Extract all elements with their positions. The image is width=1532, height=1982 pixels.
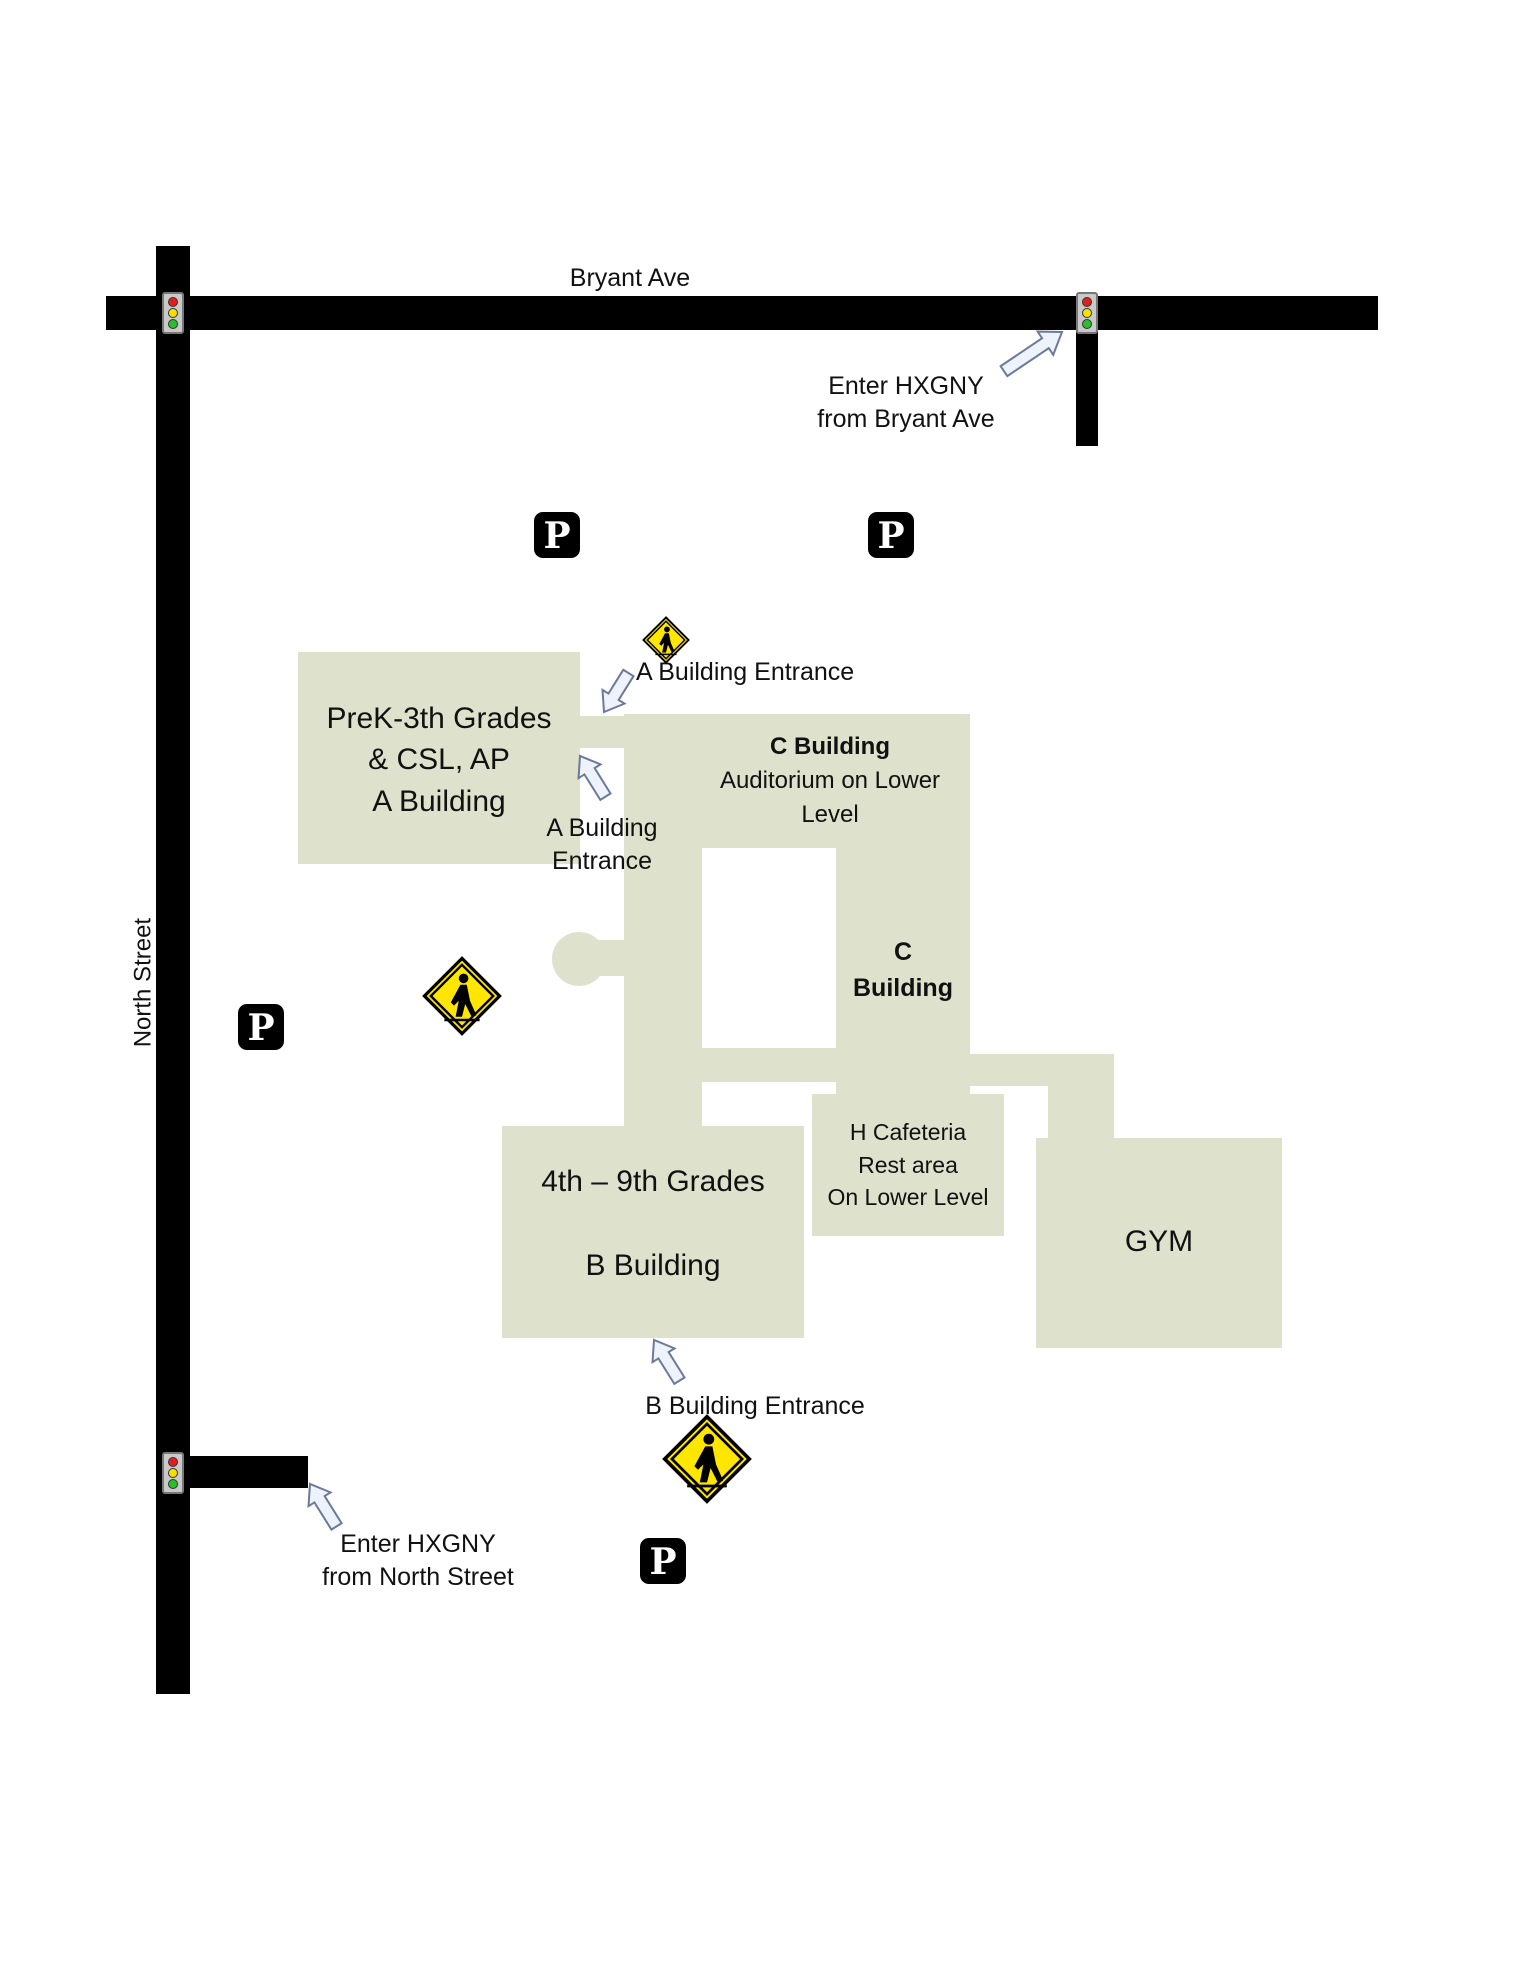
corridor-west [624, 848, 702, 1126]
gym-label: GYM [1124, 1225, 1194, 1258]
svg-text:P: P [649, 1541, 676, 1583]
c-building-top-label: C Building Auditorium on Lower Level [694, 730, 966, 832]
b-building-name-label: B Building [585, 1249, 721, 1282]
b-building-entrance-label: B Building Entrance [645, 1392, 865, 1420]
parking-icon: P [534, 512, 580, 558]
knob-link [578, 940, 624, 976]
entrance-arrow-icon [577, 754, 612, 802]
parking-icon: P [640, 1538, 686, 1584]
pedestrian-crossing-icon [662, 1414, 752, 1504]
traffic-light-icon [162, 1452, 184, 1494]
b-building [502, 1126, 804, 1338]
corridor-middle [702, 1048, 836, 1082]
c-building-top [624, 714, 970, 848]
traffic-light-icon [1076, 292, 1098, 334]
a-building [298, 652, 580, 864]
pedestrian-crossing-icon [642, 616, 690, 664]
c-building-east [836, 848, 970, 1096]
b-building-grades-label: 4th – 9th Grades [541, 1165, 765, 1198]
pedestrian-crossing-icon [422, 956, 502, 1036]
svg-text:P: P [247, 1007, 274, 1049]
entrance-arrow-icon [651, 1338, 686, 1386]
parking-icon: P [238, 1004, 284, 1050]
c-building-title: C Building [770, 733, 890, 760]
parking-icon: P [868, 512, 914, 558]
a-building-entrance-top-label: A Building Entrance [636, 658, 855, 686]
svg-text:P: P [877, 515, 904, 557]
h-building [812, 1094, 1004, 1236]
bryant-ave-label: Bryant Ave [569, 264, 691, 292]
svg-text:P: P [543, 515, 570, 557]
traffic-light-icon [162, 292, 184, 334]
gym-connector [1048, 1054, 1114, 1138]
gym-building [1036, 1138, 1282, 1348]
bryant-ave-road [106, 296, 1378, 330]
connector-a-c [580, 716, 624, 748]
entrance-arrow-icon [995, 319, 1071, 384]
entrance-arrow-icon [601, 668, 635, 714]
entrance-arrow-icon [307, 1482, 343, 1531]
